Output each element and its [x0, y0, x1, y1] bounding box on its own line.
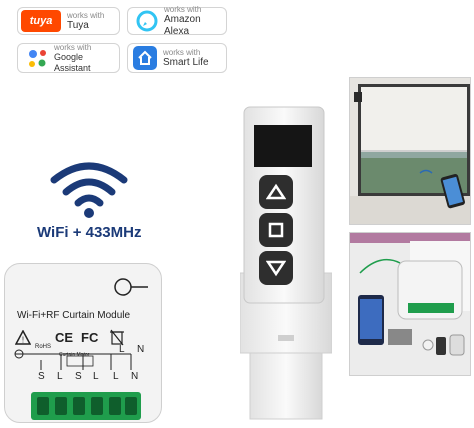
module-button-icon [114, 278, 148, 296]
badge-tuya-big: Tuya [67, 19, 89, 31]
top-terminal-n: N [137, 344, 145, 355]
smart-life-house-icon [133, 46, 157, 70]
remote-down-button[interactable] [259, 251, 293, 285]
badge-smartlife-small: works with [163, 47, 201, 57]
tuya-logo: tuya [21, 10, 61, 32]
warning-icon: ! [15, 330, 31, 345]
curtain-module: Wi-Fi+RF Curtain Module ! RoHS CE FC Cur… [4, 263, 162, 423]
stop-icon [268, 222, 284, 238]
ce-mark: CE [55, 330, 74, 345]
svg-text:!: ! [22, 336, 24, 345]
module-title: Wi-Fi+RF Curtain Module [17, 310, 131, 321]
rohs-label: RoHS [35, 344, 52, 350]
alexa-ring-icon [133, 7, 161, 35]
wiring-diagram [14, 349, 132, 370]
google-dots-icon [23, 44, 51, 72]
fc-mark: FC [81, 330, 99, 345]
wifi-rf-label: WiFi + 433MHz [37, 224, 142, 241]
terminal-label-2: L [57, 371, 63, 382]
badge-google-big: Google Assistant [54, 52, 91, 73]
photo-window-blinds [349, 77, 471, 225]
rf-remote [239, 103, 333, 421]
up-arrow-icon [266, 183, 286, 200]
badge-alexa: works with Amazon Alexa [127, 4, 227, 37]
remote-stop-button[interactable] [259, 213, 293, 247]
terminal-label-5: L [113, 371, 119, 382]
curtain-motor-label: Curtain Motor [59, 352, 90, 358]
badge-google: works with Google Assistant [17, 43, 120, 73]
bin-icon [110, 329, 124, 346]
terminal-label-3: S [75, 371, 82, 382]
badge-smartlife: works with Smart Life [127, 43, 227, 73]
top-terminal-l: L [119, 344, 125, 355]
photo-smart-home [349, 232, 471, 376]
badge-alexa-big: Amazon Alexa [164, 14, 201, 37]
badge-alexa-small: works with [164, 4, 202, 14]
terminal-label-4: L [93, 371, 99, 382]
wifi-icon [50, 162, 128, 218]
terminal-block [31, 392, 141, 420]
badge-smartlife-big: Smart Life [163, 56, 209, 68]
badge-google-small: works with [54, 43, 92, 53]
tuya-logo-text: tuya [29, 15, 53, 27]
down-arrow-icon [266, 260, 286, 277]
terminal-label-1: S [38, 371, 45, 382]
remote-up-button[interactable] [259, 175, 293, 209]
badge-tuya: tuya works with Tuya [17, 7, 120, 35]
badge-tuya-small: works with [67, 10, 105, 20]
terminal-label-6: N [131, 371, 139, 382]
